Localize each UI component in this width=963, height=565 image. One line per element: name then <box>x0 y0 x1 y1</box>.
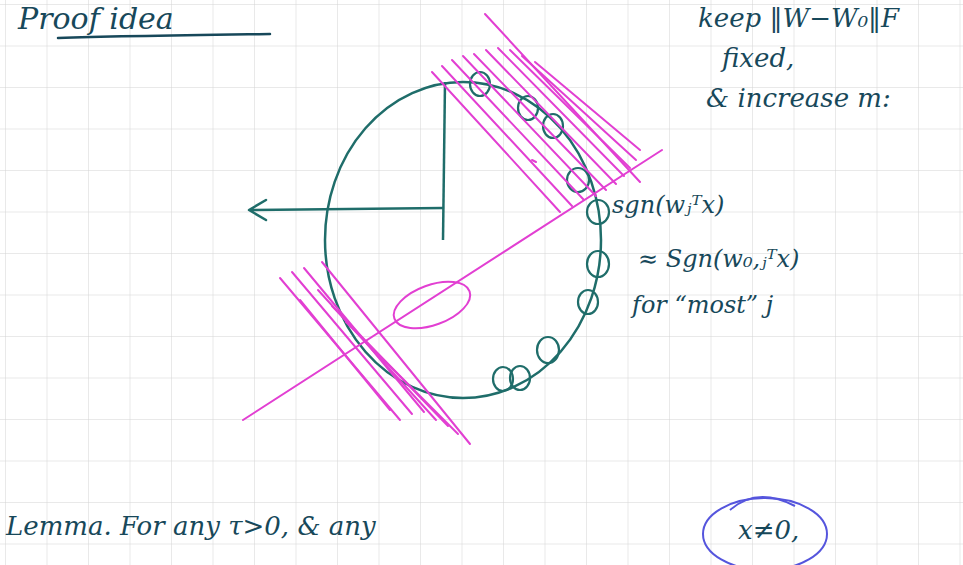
axis-arrow <box>249 200 443 220</box>
axis <box>443 82 445 240</box>
lemma-text: Lemma. For any τ>0, & any <box>6 512 376 542</box>
formula-label: ≈ Sgn(w₀,ⱼᵀx) <box>638 246 799 274</box>
note-text: & increase m: <box>706 84 891 114</box>
formula-label: sgn(wⱼᵀx) <box>612 192 724 220</box>
note-text: for “most” j <box>632 292 773 320</box>
hyperplane-hatching <box>243 14 662 444</box>
note-text: fixed, <box>722 44 794 74</box>
note-text: keep ‖W−W₀‖F <box>698 4 899 34</box>
strike-mark <box>730 497 795 510</box>
highlight-circle <box>703 498 827 565</box>
heading: Proof idea <box>18 2 174 37</box>
sphere <box>325 82 601 398</box>
formula-label: x≠0, <box>738 516 799 546</box>
